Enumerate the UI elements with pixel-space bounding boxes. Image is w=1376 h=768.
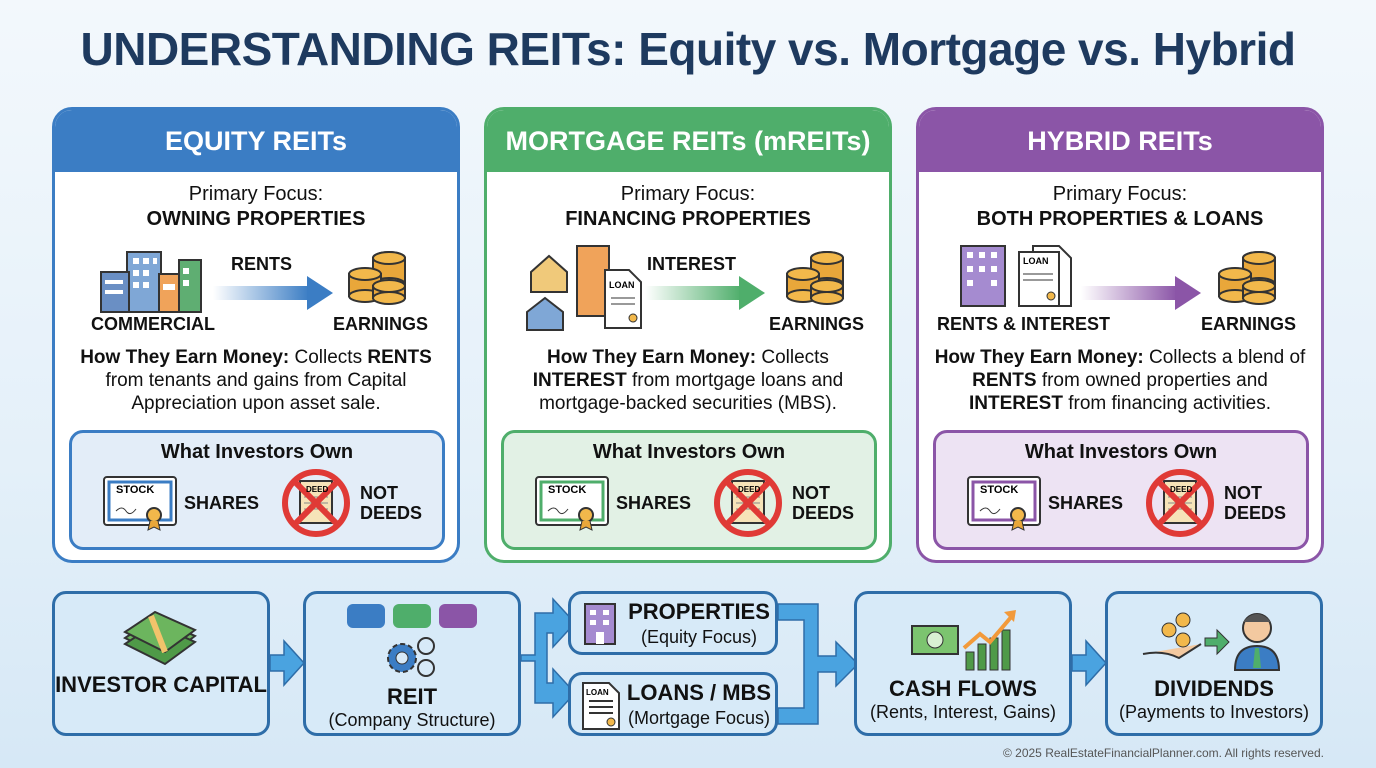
investor-capital-box: INVESTOR CAPITAL xyxy=(52,591,270,736)
money-stack-icon xyxy=(123,610,197,666)
shares-label: SHARES xyxy=(1048,493,1124,513)
focus-label: Primary Focus: xyxy=(620,183,756,205)
properties-box: PROPERTIES (Equity Focus) xyxy=(568,591,778,655)
svg-text:LOAN: LOAN xyxy=(1023,256,1049,266)
focus-label: Primary Focus: xyxy=(188,183,324,205)
dividend-payment-icon xyxy=(1142,612,1281,671)
stock-certificate-icon: STOCK xyxy=(534,473,610,533)
what-investors-own: What Investors Own STOCK SHARES DEED NOT… xyxy=(933,430,1309,550)
flow-subtitle: (Rents, Interest, Gains) xyxy=(869,702,1057,722)
no-deed-icon: DEED xyxy=(1144,467,1216,539)
flow-title: REIT xyxy=(386,684,438,709)
what-investors-own: What Investors Own STOCK SHARES DEED NOT… xyxy=(501,430,877,550)
svg-text:DEED: DEED xyxy=(1170,485,1192,494)
card-header: HYBRID REITs xyxy=(919,110,1321,172)
arrow-icon xyxy=(1081,276,1201,310)
loans-mbs-box: LOAN LOANS / MBS (Mortgage Focus) xyxy=(568,672,778,736)
right-label: EARNINGS xyxy=(1201,314,1297,334)
no-deed-icon: DEED xyxy=(280,467,352,539)
coins-icon xyxy=(1215,246,1279,306)
reit-box: REIT (Company Structure) xyxy=(303,591,521,736)
stock-certificate-icon: STOCK xyxy=(102,473,178,533)
loan-document-icon: LOAN xyxy=(581,681,621,731)
flow-title: DIVIDENDS xyxy=(1154,676,1274,701)
svg-text:STOCK: STOCK xyxy=(116,484,154,496)
focus-label: Primary Focus: xyxy=(1052,183,1188,205)
gears-icon xyxy=(387,637,435,677)
flow-subtitle: (Mortgage Focus) xyxy=(627,708,771,728)
earn-description: How They Earn Money: Collects INTEREST f… xyxy=(532,347,844,414)
building-and-loan-icon: LOAN xyxy=(960,245,1072,307)
page-title: UNDERSTANDING REITs: Equity vs. Mortgage… xyxy=(80,23,1296,75)
dividends-box: DIVIDENDS (Payments to Investors) xyxy=(1105,591,1323,736)
earn-description: How They Earn Money: Collects a blend of… xyxy=(934,347,1306,414)
earn-description: How They Earn Money: Collects RENTS from… xyxy=(80,347,432,414)
no-deed-icon: DEED xyxy=(712,467,784,539)
coins-icon xyxy=(783,246,847,306)
card-header: EQUITY REITs xyxy=(55,110,457,172)
svg-text:DEED: DEED xyxy=(738,485,760,494)
left-label: COMMERCIAL xyxy=(91,314,215,334)
svg-text:STOCK: STOCK xyxy=(980,484,1018,496)
arrow-icon xyxy=(645,276,765,310)
svg-text:STOCK: STOCK xyxy=(548,484,586,496)
flow-arrows xyxy=(269,597,1108,725)
flow-subtitle: (Company Structure) xyxy=(328,710,496,730)
flow-subtitle: (Equity Focus) xyxy=(640,627,758,647)
flow-title: CASH FLOWS xyxy=(889,676,1037,701)
mortgage-reits-card: MORTGAGE REITs (mREITs) Primary Focus: FI… xyxy=(484,107,892,563)
right-label: EARNINGS xyxy=(769,314,865,334)
equity-reits-card: EQUITY REITs Primary Focus: OWNING PROPER… xyxy=(52,107,460,563)
focus-value: BOTH PROPERTIES & LOANS xyxy=(976,208,1264,230)
svg-text:LOAN: LOAN xyxy=(609,280,635,290)
hybrid-reits-card: HYBRID REITs Primary Focus: BOTH PROPERTI… xyxy=(916,107,1324,563)
cash-growth-icon xyxy=(911,610,1016,671)
focus-value: FINANCING PROPERTIES xyxy=(565,208,811,230)
own-title: What Investors Own xyxy=(592,441,786,463)
card-header: MORTGAGE REITs (mREITs) xyxy=(487,110,889,172)
shares-label: SHARES xyxy=(184,493,260,513)
left-label: RENTS & INTEREST xyxy=(937,314,1111,334)
coins-icon xyxy=(345,246,409,306)
svg-text:LOAN: LOAN xyxy=(586,688,609,697)
commercial-buildings-icon xyxy=(97,248,207,314)
flow-label: RENTS xyxy=(231,254,293,274)
reit-type-swatches xyxy=(306,604,518,628)
flow-subtitle: (Payments to Investors) xyxy=(1118,702,1310,722)
arrow-icon xyxy=(213,276,333,310)
flow-title: LOANS / MBS xyxy=(626,680,772,705)
homes-and-loan-icon: LOAN xyxy=(526,245,642,331)
flow-title: INVESTOR CAPITAL xyxy=(55,672,267,697)
cash-flows-box: CASH FLOWS (Rents, Interest, Gains) xyxy=(854,591,1072,736)
shares-label: SHARES xyxy=(616,493,692,513)
flow-title: PROPERTIES xyxy=(628,599,770,624)
focus-value: OWNING PROPERTIES xyxy=(146,208,366,230)
building-icon xyxy=(584,603,616,645)
right-label: EARNINGS xyxy=(333,314,429,334)
stock-certificate-icon: STOCK xyxy=(966,473,1042,533)
what-investors-own: What Investors Own STOCK SHARES DEED NOT… xyxy=(69,430,445,550)
copyright-footer: © 2025 RealEstateFinancialPlanner.com. A… xyxy=(1002,746,1324,760)
flow-label: INTEREST xyxy=(647,254,737,274)
own-title: What Investors Own xyxy=(1024,441,1218,463)
own-title: What Investors Own xyxy=(160,441,354,463)
svg-text:DEED: DEED xyxy=(306,485,328,494)
